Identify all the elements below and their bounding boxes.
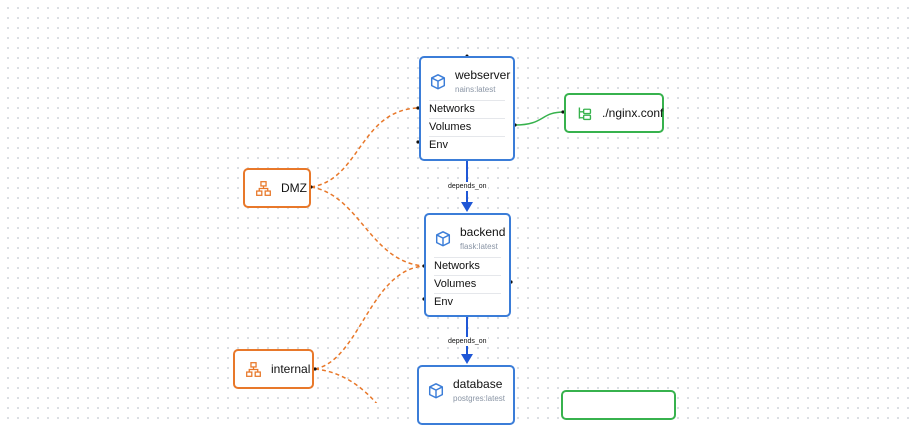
service-row-volumes[interactable]: Volumes xyxy=(429,118,505,136)
container-box-icon xyxy=(435,231,451,247)
edge-dmz-backend[interactable] xyxy=(310,186,425,267)
volume-node-partial[interactable] xyxy=(561,390,676,420)
service-name: backend xyxy=(460,225,506,239)
network-label: internal xyxy=(271,362,311,376)
network-node-internal[interactable]: internal xyxy=(233,349,314,389)
service-image: flask:latest xyxy=(460,242,498,251)
network-label: DMZ xyxy=(281,181,307,195)
service-row-volumes[interactable]: Volumes xyxy=(434,275,501,293)
service-row-networks[interactable]: Networks xyxy=(434,257,501,275)
service-name: database xyxy=(453,377,503,391)
edge-dmz-webserver[interactable] xyxy=(310,107,419,188)
arrowhead-backend-database xyxy=(461,354,473,364)
network-node-dmz[interactable]: DMZ xyxy=(243,168,311,208)
service-name: webserver xyxy=(455,68,511,82)
arrowhead-web-backend xyxy=(461,202,473,212)
service-row-networks[interactable]: Networks xyxy=(429,100,505,118)
volume-node-nginx-conf[interactable]: ./nginx.conf xyxy=(564,93,664,133)
file-tree-icon xyxy=(578,107,592,120)
volume-label: ./nginx.conf xyxy=(602,106,664,120)
service-node-webserver[interactable]: webserver nains:latest Networks Volumes … xyxy=(419,56,515,161)
service-row-env[interactable]: Env xyxy=(429,136,505,154)
service-node-backend[interactable]: backend flask:latest Networks Volumes En… xyxy=(424,213,511,317)
network-icon xyxy=(246,361,261,377)
container-box-icon xyxy=(430,74,446,90)
edge-internal-backend[interactable] xyxy=(314,265,425,370)
network-icon xyxy=(256,180,271,196)
edge-internal-database[interactable] xyxy=(314,368,378,403)
edge-label-depends-on: depends_on xyxy=(447,182,488,191)
edge-label-depends-on: depends_on xyxy=(447,337,488,346)
service-image: postgres:latest xyxy=(453,394,506,403)
service-row-env[interactable]: Env xyxy=(434,293,501,311)
service-image: nains:latest xyxy=(455,85,496,94)
edge-webserver-nginxconf[interactable] xyxy=(514,111,565,126)
edge-layer xyxy=(309,54,565,403)
container-box-icon xyxy=(428,383,444,399)
service-node-database[interactable]: database postgres:latest xyxy=(417,365,515,425)
